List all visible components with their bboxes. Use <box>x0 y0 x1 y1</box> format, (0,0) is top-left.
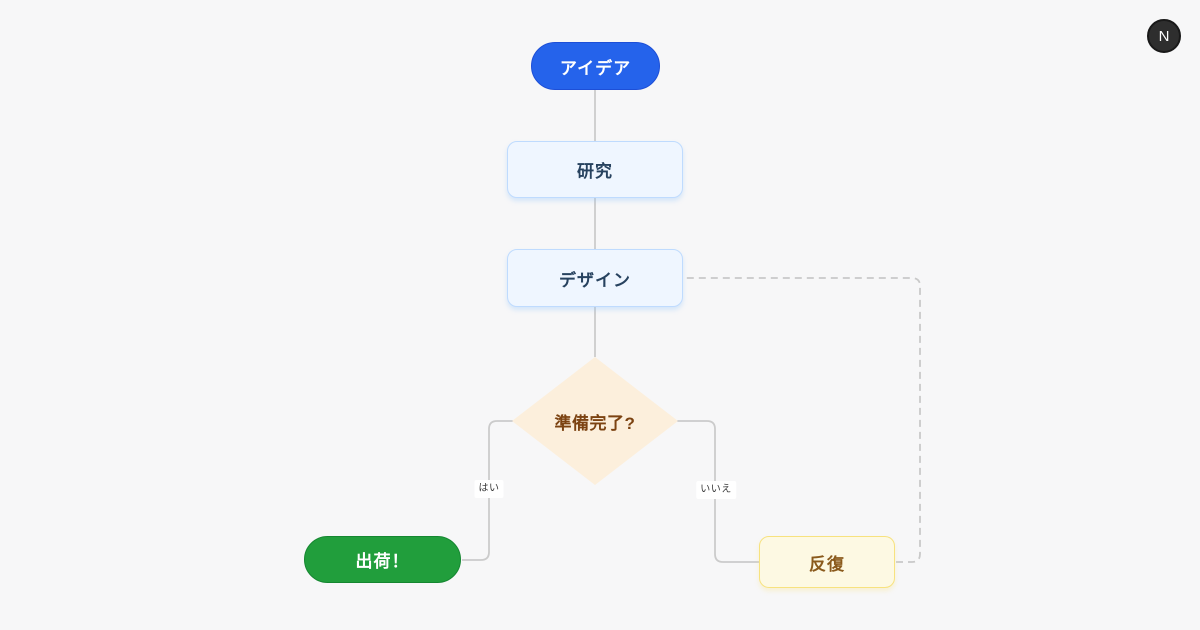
edge-iterate-design-feedback <box>684 277 921 563</box>
node-ready-label: 準備完了? <box>554 413 636 433</box>
node-iterate-label: 反復 <box>809 554 845 574</box>
node-idea: アイデア <box>531 42 660 90</box>
node-idea-label: アイデア <box>559 58 632 78</box>
avatar-badge[interactable]: N <box>1147 19 1181 53</box>
node-iterate: 反復 <box>759 536 895 588</box>
edge-label-no: いいえ <box>696 481 736 499</box>
node-research-label: 研究 <box>577 162 613 181</box>
node-design-label: デザイン <box>559 270 631 290</box>
avatar-letter: N <box>1158 27 1170 45</box>
node-design: デザイン <box>507 249 683 307</box>
node-ship-label: 出荷！ <box>355 552 410 571</box>
node-research: 研究 <box>507 141 683 198</box>
node-ship: 出荷！ <box>304 536 461 583</box>
edge-label-yes: はい <box>474 480 504 498</box>
